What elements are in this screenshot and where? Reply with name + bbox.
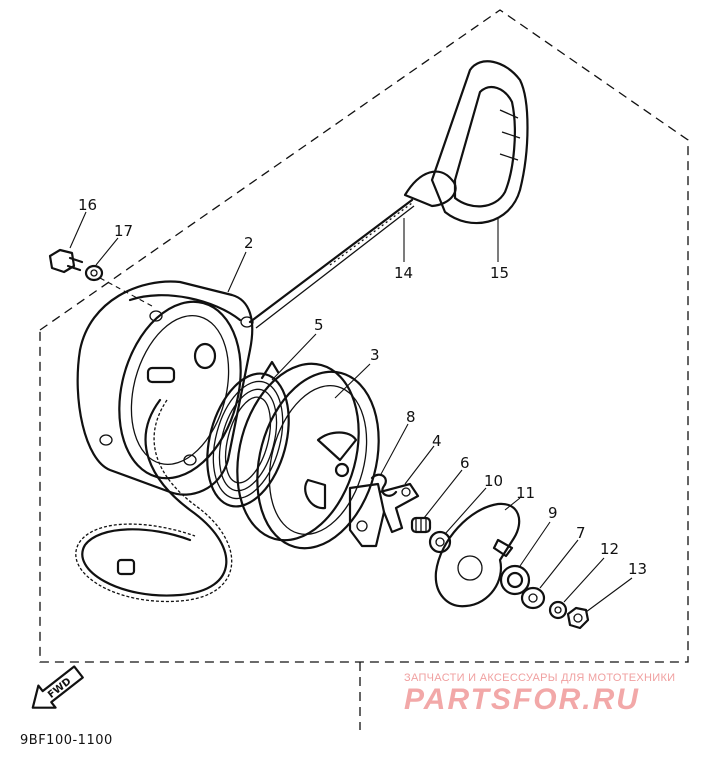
part-8-pawl-spring [370, 473, 398, 497]
callout-3: 3 [370, 346, 380, 364]
callout-12: 12 [600, 540, 619, 558]
part-15-starter-handle [403, 60, 529, 225]
callout-4: 4 [432, 432, 442, 450]
fwd-arrow: FWD [31, 665, 84, 709]
callout-11: 11 [516, 484, 535, 502]
rope-clip [116, 558, 136, 576]
callout-10: 10 [484, 472, 503, 490]
drawing-code: 9BF100-1100 [20, 733, 113, 748]
callout-13: 13 [628, 560, 647, 578]
callout-6: 6 [460, 454, 470, 472]
callout-2: 2 [244, 234, 254, 252]
watermark-logo: PARTSFOR.RU [404, 683, 640, 716]
part-11-drive-plate [434, 502, 521, 608]
assembly-boundary [39, 9, 689, 663]
part-17-washer [84, 264, 104, 282]
part-7-washer [520, 586, 546, 610]
callout-15: 15 [490, 264, 509, 282]
part-16-bolt [48, 248, 84, 274]
rope-loop [81, 398, 228, 597]
callout-16: 16 [78, 196, 97, 214]
part-3-pulley [236, 362, 380, 550]
part-4-pawl [348, 482, 420, 548]
callout-5: 5 [314, 316, 324, 334]
watermark-tagline: ЗАПЧАСТИ И АКСЕССУАРЫ ДЛЯ МОТОТЕХНИКИ [404, 672, 676, 684]
callout-14: 14 [394, 264, 413, 282]
part-12-lock-washer [548, 600, 568, 620]
part-9-washer [499, 564, 531, 596]
part-6-spring [410, 516, 432, 534]
part-5-spiral-spring [206, 360, 290, 508]
callout-17: 17 [114, 222, 133, 240]
rope-loop-inner [75, 399, 233, 603]
leader-lines [69, 211, 633, 613]
part-10-washer [428, 530, 452, 554]
callout-8: 8 [406, 408, 416, 426]
part-14-starter-rope [248, 198, 415, 329]
callout-7: 7 [576, 524, 586, 542]
part-13-nut [566, 606, 590, 630]
callout-9: 9 [548, 504, 558, 522]
